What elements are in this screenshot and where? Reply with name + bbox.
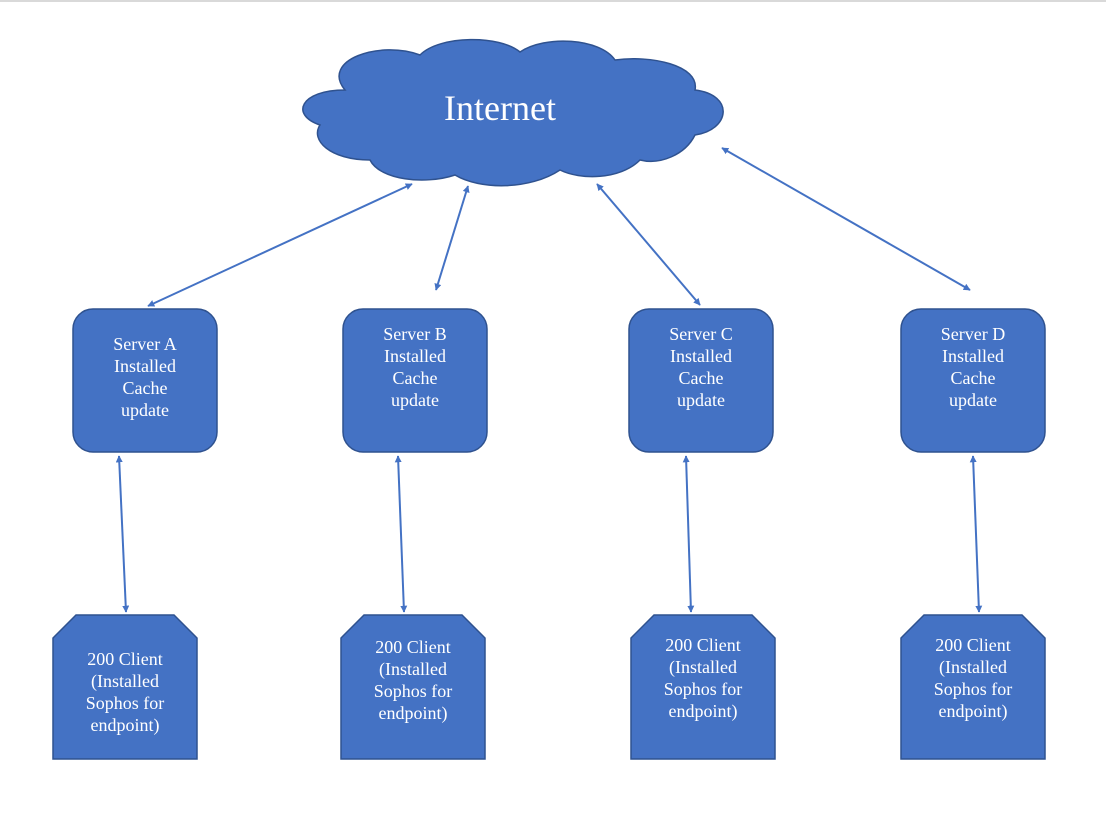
server-d-box <box>900 308 1046 453</box>
top-border <box>0 0 1106 2</box>
client-b-box <box>340 614 486 760</box>
client-d-box <box>900 614 1046 760</box>
internet-cloud <box>302 38 724 187</box>
server-a-box <box>72 308 218 453</box>
client-a-box <box>52 614 198 760</box>
arrow-internet-server-a <box>147 183 413 307</box>
arrow-server-c-client <box>682 455 695 613</box>
arrow-internet-server-b <box>434 185 470 291</box>
cloud-shape <box>302 38 724 187</box>
client-c-box <box>630 614 776 760</box>
arrow-server-d-client <box>969 455 983 613</box>
arrow-internet-server-d <box>721 147 971 291</box>
arrow-server-b-client <box>394 455 408 613</box>
arrow-internet-server-c <box>596 183 701 306</box>
arrow-server-a-client <box>115 455 130 613</box>
server-b-box <box>342 308 488 453</box>
server-c-box <box>628 308 774 453</box>
